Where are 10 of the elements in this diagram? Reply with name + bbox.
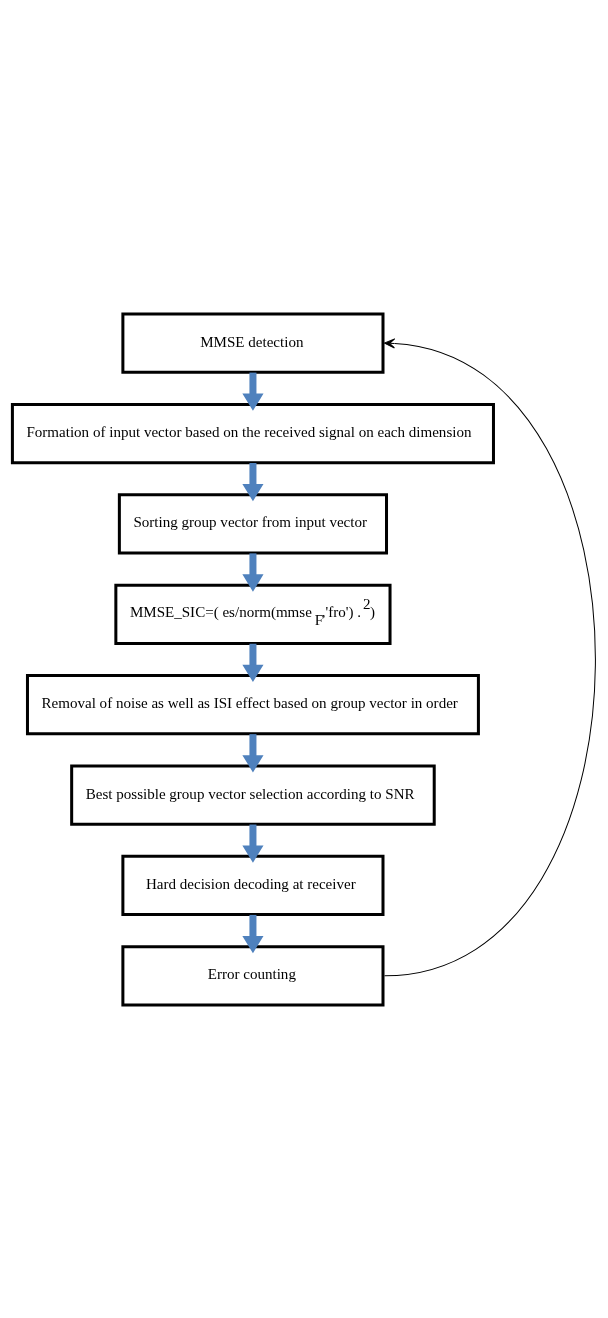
node-box: Removal of noise as well as ISI effect based on group vector in order [25,673,480,735]
node-box: Sorting group vector from input vector [117,492,388,555]
arrow [242,552,264,592]
arrow [242,733,264,772]
arrow [384,337,596,976]
node-box: Formation of input vector based on the received signal on each dimension [10,402,495,464]
node-box: Hard decision decoding at receiver [121,854,385,916]
node-box: MMSE detection [121,312,385,374]
node-box: Best possible group vector selection according to SNR [70,763,436,826]
node-box: Error counting [121,944,385,1006]
